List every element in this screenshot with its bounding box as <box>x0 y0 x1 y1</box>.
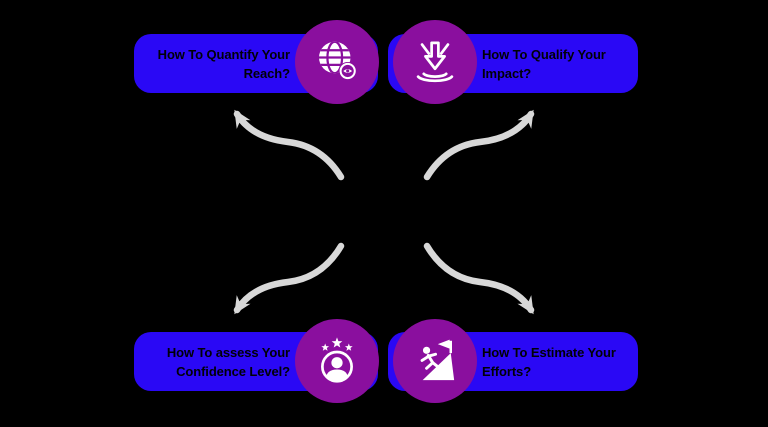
card-line1: How To assess Your <box>166 344 290 360</box>
impact-badge <box>393 20 477 104</box>
impact-arrow-icon <box>416 41 454 83</box>
card-line2: Impact? <box>482 65 532 81</box>
arrow-bottom-left <box>233 242 345 315</box>
qualify-impact-label: How To Qualify Your Impact? <box>388 45 638 83</box>
quantify-reach-label: How To Quantify Your Reach? <box>134 45 378 83</box>
card-line1: How To Quantify Your <box>157 46 290 62</box>
reach-badge <box>295 20 379 104</box>
climber-flag-icon <box>420 339 455 381</box>
arrow-bottom-right <box>423 242 535 315</box>
card-line1: How To Estimate Your <box>482 344 616 360</box>
card-line1: How To Qualify Your <box>482 46 606 62</box>
person-stars-icon <box>321 337 353 383</box>
globe-eye-icon <box>319 41 357 80</box>
card-line2: Confidence Level? <box>176 363 290 379</box>
card-line2: Efforts? <box>482 363 532 379</box>
confidence-badge <box>295 319 379 403</box>
estimate-efforts-label: How To Estimate Your Efforts? <box>388 343 638 381</box>
arrow-top-left <box>233 109 345 181</box>
card-line2: Reach? <box>243 65 290 81</box>
efforts-badge <box>393 319 477 403</box>
assess-confidence-label: How To assess Your Confidence Level? <box>134 343 378 381</box>
arrow-top-right <box>423 109 535 181</box>
